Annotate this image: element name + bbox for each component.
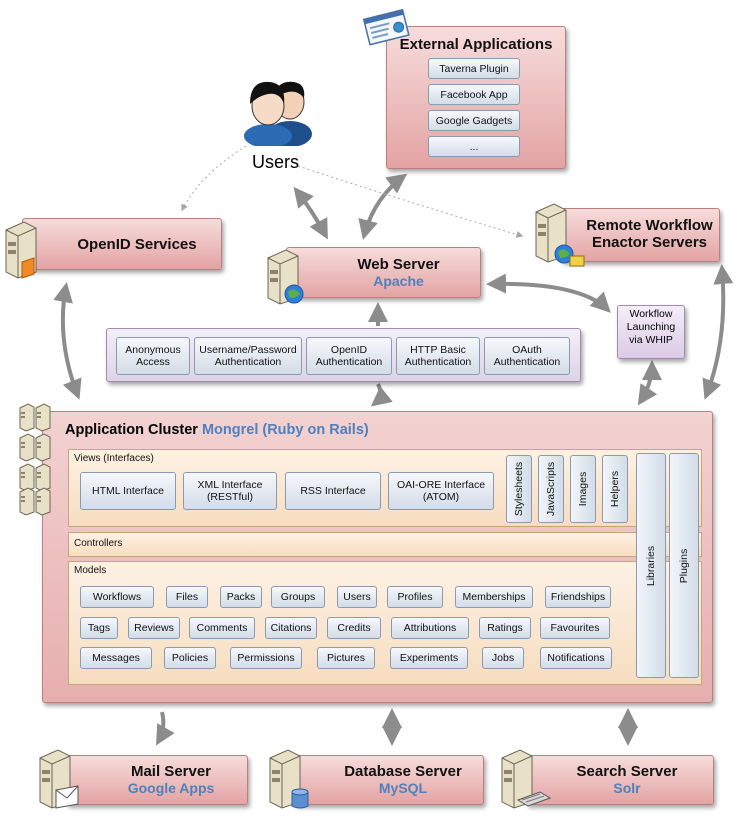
model-citations: Citations <box>265 617 317 639</box>
database-server-icon <box>269 749 309 809</box>
view-javascripts: JavaScripts <box>538 455 564 523</box>
view-oai-ore-interface: OAI-ORE Interface(ATOM) <box>388 472 494 510</box>
arrow-remote-cluster <box>702 264 734 400</box>
workflow-launching-line3: via WHIP <box>629 334 673 346</box>
model-reviews: Reviews <box>128 617 180 639</box>
remote-server-icon <box>535 203 585 267</box>
model-memberships: Memberships <box>455 586 533 608</box>
view-images: Images <box>570 455 596 523</box>
remote-workflow-title-line1: Remote Workflow <box>586 217 713 234</box>
remote-workflow-title-line2: Enactor Servers <box>591 234 708 251</box>
workflow-launching-line2: Launching <box>626 321 676 333</box>
mail-server-box: Mail Server Google Apps <box>66 755 248 805</box>
users-label: Users <box>252 152 300 172</box>
search-server-icon <box>501 749 552 809</box>
web-server-sub: Apache <box>373 273 424 289</box>
model-experiments: Experiments <box>390 647 468 669</box>
model-friendships: Friendships <box>545 586 611 608</box>
models-label: Models <box>74 565 107 576</box>
external-app-google-gadgets: Google Gadgets <box>428 110 520 131</box>
cluster-title: Application Cluster <box>65 422 198 438</box>
web-page-icon <box>362 8 410 46</box>
model-attributions: Attributions <box>391 617 469 639</box>
external-app-taverna-plugin: Taverna Plugin <box>428 58 520 79</box>
dotted-users-remote <box>297 165 524 238</box>
search-server-title: Search Server <box>576 763 678 780</box>
libraries-column: Libraries <box>636 453 666 678</box>
search-server-box: Search Server Solr <box>526 755 714 805</box>
model-groups: Groups <box>271 586 325 608</box>
view-html-interface: HTML Interface <box>80 472 176 510</box>
external-applications-title: External Applications <box>399 36 553 53</box>
openid-server-icon <box>5 221 37 279</box>
cluster-sub: Mongrel (Ruby on Rails) <box>201 422 369 438</box>
model-comments: Comments <box>189 617 255 639</box>
model-credits: Credits <box>327 617 381 639</box>
arrow-webserver-external <box>358 173 408 240</box>
openid-services-box: OpenID Services <box>22 218 222 270</box>
arrow-whip-cluster <box>637 360 662 406</box>
model-pictures: Pictures <box>317 647 375 669</box>
search-server-sub: Solr <box>613 780 641 796</box>
remote-workflow-box: Remote Workflow Enactor Servers <box>561 208 720 262</box>
model-workflows: Workflows <box>80 586 154 608</box>
external-app-more: ... <box>428 136 520 157</box>
arrow-cluster-mail <box>156 711 175 746</box>
web-server-box: Web Server Apache <box>286 247 481 298</box>
views-label: Views (Interfaces) <box>74 453 154 464</box>
view-rss-interface: RSS Interface <box>285 472 381 510</box>
arrow-webserver-whip <box>486 273 611 313</box>
cluster-servers-icon <box>19 403 51 516</box>
view-helpers: Helpers <box>602 455 628 523</box>
model-files: Files <box>166 586 208 608</box>
view-stylesheets: Stylesheets <box>506 455 532 523</box>
model-favourites: Favourites <box>540 617 610 639</box>
database-server-sub: MySQL <box>378 780 428 796</box>
external-app-facebook-app: Facebook App <box>428 84 520 105</box>
model-ratings: Ratings <box>479 617 531 639</box>
model-policies: Policies <box>164 647 216 669</box>
mail-server-title: Mail Server <box>130 763 212 780</box>
controllers-label: Controllers <box>74 538 123 549</box>
mail-server-icon <box>39 749 79 809</box>
web-server-title: Web Server <box>357 256 440 273</box>
model-packs: Packs <box>220 586 262 608</box>
web-server-icon <box>267 249 304 305</box>
workflow-launching-line1: Workflow <box>629 308 673 320</box>
arrow-auth-cluster <box>370 383 393 407</box>
dotted-users-openid <box>181 145 247 212</box>
model-permissions: Permissions <box>230 647 302 669</box>
mail-server-sub: Google Apps <box>127 780 215 796</box>
database-server-box: Database Server MySQL <box>294 755 484 805</box>
database-server-title: Database Server <box>344 763 462 780</box>
model-users: Users <box>337 586 377 608</box>
model-messages: Messages <box>80 647 152 669</box>
controllers-band: Controllers <box>68 532 702 557</box>
model-notifications: Notifications <box>540 647 612 669</box>
workflow-launching-box: Workflow Launching via WHIP <box>617 305 685 359</box>
openid-services-title: OpenID Services <box>77 236 197 253</box>
plugins-column: Plugins <box>669 453 699 678</box>
model-jobs: Jobs <box>482 647 524 669</box>
arrow-users-webserver <box>293 186 328 240</box>
model-profiles: Profiles <box>387 586 443 608</box>
view-xml-interface: XML Interface(RESTful) <box>183 472 277 510</box>
users-icon <box>244 81 312 146</box>
arrow-openid-cluster <box>53 282 82 400</box>
model-tags: Tags <box>80 617 118 639</box>
